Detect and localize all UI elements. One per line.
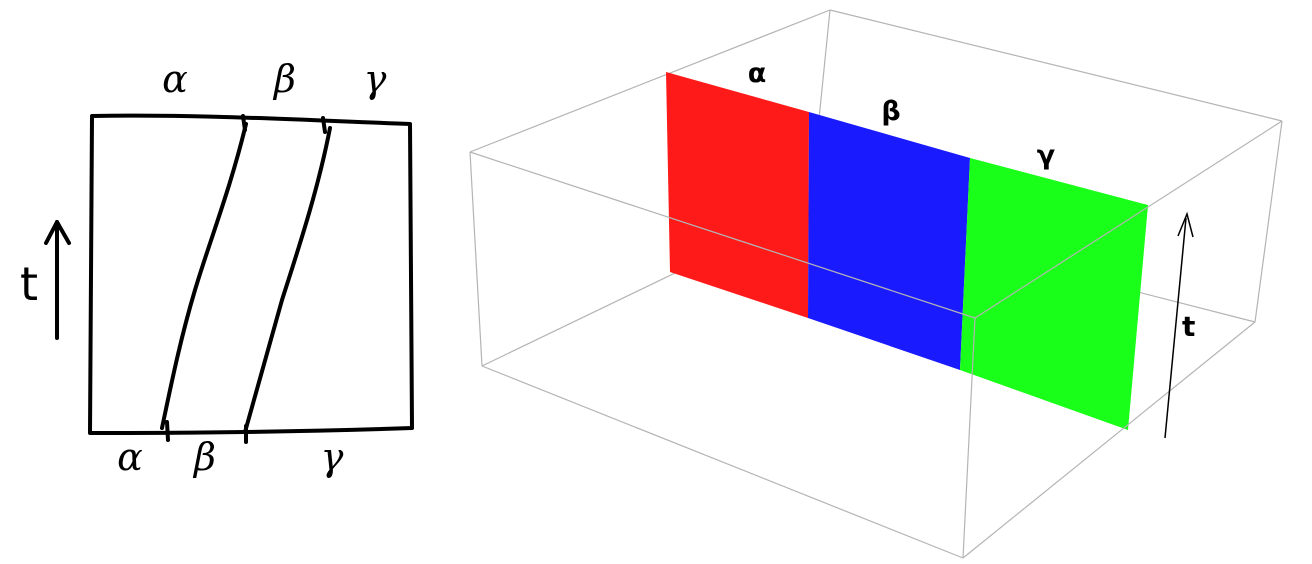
sketch-bottom-label-gamma: γ bbox=[321, 435, 344, 479]
panel-gamma bbox=[960, 158, 1148, 430]
hand-sketch bbox=[44, 113, 414, 444]
box-time-label: t bbox=[1182, 310, 1195, 343]
sketch-top-label-alpha: α bbox=[162, 57, 188, 101]
panel-alpha bbox=[666, 72, 809, 318]
panel-label-alpha: α bbox=[748, 58, 767, 89]
panel-beta bbox=[808, 112, 970, 370]
sketch-time-label: t bbox=[20, 257, 38, 311]
panel-label-beta: β bbox=[881, 96, 900, 127]
sketch-bottom-label-alpha: α bbox=[117, 435, 143, 479]
sketch-tick-bottom-1 bbox=[165, 420, 170, 442]
sketch-tick-top-2 bbox=[321, 116, 327, 134]
box-time-arrow bbox=[1164, 211, 1194, 439]
sketch-bottom-label-beta: β bbox=[192, 435, 216, 479]
sketch-boundary-alpha-beta bbox=[160, 122, 248, 430]
box-front-edges bbox=[469, 120, 1283, 559]
sketch-box-outline bbox=[88, 113, 414, 435]
box-back-edges bbox=[469, 9, 1283, 367]
sketch-tick-top-1 bbox=[241, 114, 247, 132]
sketch-boundary-beta-gamma bbox=[243, 126, 332, 434]
sketch-top-label-gamma: γ bbox=[364, 57, 387, 101]
panel-label-gamma: γ bbox=[1037, 140, 1055, 171]
sketch-top-label-beta: β bbox=[272, 57, 296, 101]
sketch-time-arrowhead bbox=[44, 220, 71, 245]
